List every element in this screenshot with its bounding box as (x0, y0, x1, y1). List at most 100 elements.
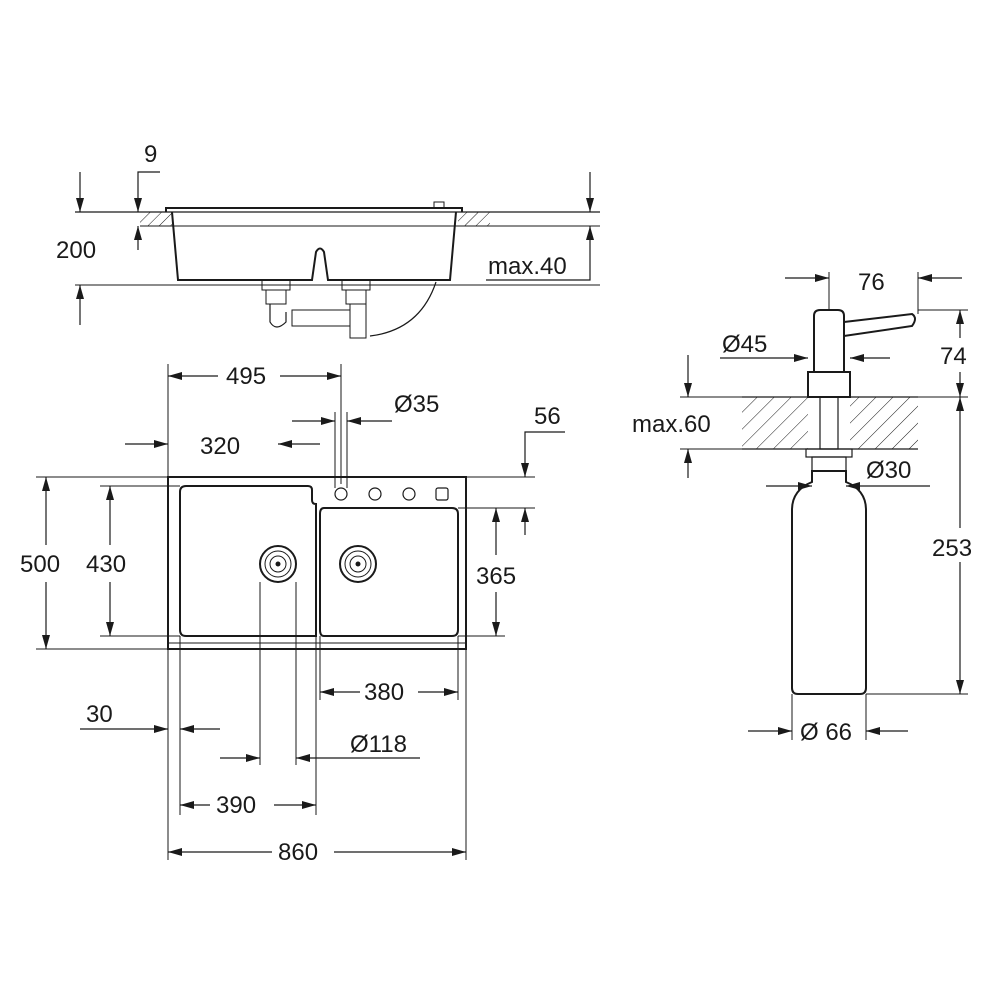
trap-right (349, 303, 367, 339)
arrow (918, 274, 932, 282)
dim-495: 495 (226, 363, 266, 390)
worktop-hatch-left (140, 212, 172, 226)
arrow (106, 622, 114, 636)
dim-max40: max.40 (488, 253, 567, 280)
arrow (168, 848, 182, 856)
bottle-thread (811, 456, 847, 472)
arrow (794, 354, 808, 362)
arrow (956, 397, 964, 411)
accessory-hole (368, 487, 382, 501)
arrow (180, 801, 194, 809)
arrow (76, 285, 84, 299)
arrow (866, 727, 880, 735)
dim-500: 500 (20, 551, 60, 578)
arrow (134, 226, 142, 240)
dim-d35: Ø35 (394, 391, 439, 418)
waste-right-plan (339, 545, 377, 583)
dim-365: 365 (476, 563, 516, 590)
arrow (347, 417, 361, 425)
arrow (134, 198, 142, 212)
arrow (444, 688, 458, 696)
arrow (956, 310, 964, 324)
arrow (492, 508, 500, 522)
accessory-hole (402, 487, 416, 501)
arrow (76, 198, 84, 212)
dim-860: 860 (278, 839, 318, 866)
dispenser-spout (843, 312, 916, 338)
worktop-hatch-left (742, 397, 808, 449)
dim-390: 390 (216, 792, 256, 819)
arrow (168, 372, 182, 380)
arrow (296, 754, 310, 762)
arrow (321, 417, 335, 425)
arrow (327, 372, 341, 380)
dim-d30: Ø30 (866, 457, 911, 484)
waste-right-neck (345, 289, 367, 305)
dispenser-collar (807, 371, 851, 398)
dispenser-view: 76 Ø45 74 max.60 Ø30 253 (632, 269, 972, 746)
worktop-hatch-right (458, 212, 490, 226)
arrow (278, 440, 292, 448)
arrow (850, 354, 864, 362)
dim-d66: Ø 66 (800, 719, 852, 746)
bowl-profile (171, 211, 457, 281)
dim-253: 253 (932, 535, 972, 562)
arrow (815, 274, 829, 282)
arrow (302, 801, 316, 809)
arrow (180, 725, 194, 733)
lock-nut (805, 448, 853, 458)
waste-left-neck (265, 289, 287, 305)
worktop-hatch-right (850, 397, 918, 449)
arrow (956, 680, 964, 694)
arrow (452, 848, 466, 856)
arrow (778, 727, 792, 735)
arrow (154, 440, 168, 448)
overflow-hose (369, 281, 437, 337)
dim-line (137, 171, 160, 212)
sink-rim (165, 207, 463, 212)
overflow-button (435, 487, 449, 501)
dim-380: 380 (364, 679, 404, 706)
arrow (492, 622, 500, 636)
left-bowl (179, 485, 317, 637)
arrow (154, 725, 168, 733)
arrow (586, 226, 594, 240)
sink-outline (167, 476, 467, 650)
dim-320: 320 (200, 433, 240, 460)
arrow (798, 482, 812, 490)
dim-56: 56 (534, 403, 561, 430)
dim-74: 74 (940, 343, 967, 370)
arrow (846, 482, 860, 490)
side-view: 200 9 max.40 (56, 141, 600, 339)
waste-left-plan (259, 545, 297, 583)
dispenser-shaft (819, 396, 839, 450)
dim-200: 200 (56, 237, 96, 264)
arrow (684, 449, 692, 463)
dim-30: 30 (86, 701, 113, 728)
dim-430: 430 (86, 551, 126, 578)
plan-view: 495 Ø35 320 56 500 (20, 363, 565, 866)
dim-line (486, 226, 591, 281)
soap-bottle (791, 470, 867, 695)
connector-pipe (291, 309, 351, 327)
trap-left (269, 304, 287, 328)
dispenser-head (813, 309, 845, 373)
overflow-tab (433, 201, 445, 209)
dim-max60: max.60 (632, 411, 711, 438)
arrow (320, 688, 334, 696)
arrow (521, 463, 529, 477)
arrow (106, 486, 114, 500)
dim-line (524, 431, 565, 477)
arrow (521, 508, 529, 522)
arrow (246, 754, 260, 762)
dim-d45: Ø45 (722, 331, 767, 358)
tap-hole (334, 487, 348, 501)
right-bowl (319, 507, 459, 637)
dim-d118: Ø118 (350, 731, 407, 758)
arrow (684, 383, 692, 397)
dim-9: 9 (144, 141, 157, 168)
dim-76: 76 (858, 269, 885, 296)
arrow (956, 383, 964, 397)
